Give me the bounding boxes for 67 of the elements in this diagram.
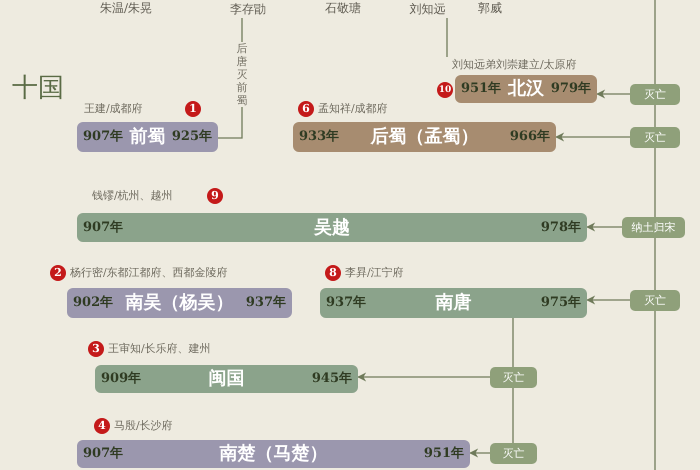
- number-badge: 10: [437, 82, 453, 98]
- connector-line: [654, 311, 656, 470]
- number-badge: 8: [325, 265, 341, 281]
- year-label: 951年: [424, 445, 464, 463]
- year-label: 951年: [461, 80, 502, 98]
- connector-line: [654, 0, 656, 84]
- ruler-name: 郭威: [478, 0, 502, 17]
- number-badge: 4: [94, 418, 110, 434]
- ruler-name: 李存勖: [226, 0, 270, 18]
- status-tag: 灭亡: [630, 127, 680, 148]
- kingdom-name: 北汉: [508, 77, 544, 101]
- ruler-name: 刘知远: [405, 0, 450, 18]
- status-tag: 灭亡: [490, 367, 537, 388]
- year-label: 909年: [101, 370, 142, 388]
- section-heading: 十国: [12, 72, 64, 105]
- year-label: 978年: [540, 219, 581, 237]
- year-label: 907年: [83, 128, 124, 146]
- number-badge: 1: [185, 101, 201, 117]
- connector-line: [512, 318, 514, 367]
- arrow: [596, 89, 630, 99]
- ruler-name: 朱温/朱晃: [100, 0, 152, 17]
- status-tag: 灭亡: [630, 290, 680, 311]
- arrow: [357, 372, 490, 382]
- status-tag: 纳土归宋: [622, 217, 685, 238]
- year-label: 975年: [540, 294, 581, 312]
- kingdom-name: 南吴（杨吴）: [126, 291, 234, 315]
- year-label: 937年: [246, 294, 286, 312]
- number-badge: 3: [88, 341, 104, 357]
- year-label: 966年: [510, 128, 550, 146]
- ruler-capital-note: 马殷/长沙府: [114, 418, 173, 434]
- year-label: 902年: [73, 294, 114, 312]
- ruler-capital-note: 刘知远弟刘崇建立/太原府: [452, 57, 577, 73]
- ruler-capital-note: 钱镠/杭州、越州: [92, 188, 173, 204]
- year-label: 933年: [299, 128, 340, 146]
- arrow: [469, 448, 490, 458]
- year-label: 907年: [83, 445, 124, 463]
- ruler-capital-note: 李昪/江宁府: [345, 265, 404, 281]
- number-badge: 6: [298, 101, 314, 117]
- year-label: 925年: [172, 128, 212, 146]
- ruler-capital-note: 王建/成都府: [84, 101, 143, 117]
- arrow: [586, 222, 622, 232]
- connector-line: [654, 105, 656, 127]
- year-label: 937年: [326, 294, 366, 312]
- status-tag: 灭亡: [630, 84, 680, 105]
- kingdom-name: 吴越: [314, 216, 350, 240]
- connector-line: [654, 238, 656, 290]
- year-label: 907年: [83, 219, 124, 237]
- arrow: [586, 295, 630, 305]
- ruler-name: 石敬瑭: [325, 0, 361, 17]
- ruler-capital-note: 孟知祥/成都府: [318, 101, 388, 117]
- ruler-capital-note: 杨行密/东都江都府、西都金陵府: [70, 265, 228, 281]
- kingdom-name: 后蜀（孟蜀）: [370, 125, 478, 149]
- kingdom-name: 南楚（马楚）: [220, 442, 328, 466]
- number-badge: 9: [207, 188, 223, 204]
- kingdom-name: 闽国: [208, 367, 244, 391]
- arrow: [555, 132, 630, 142]
- connector-line: [654, 148, 656, 217]
- kingdom-name: 南唐: [436, 291, 472, 315]
- edge-label: 后唐灭前蜀: [235, 42, 249, 107]
- ruler-capital-note: 王审知/长乐府、建州: [108, 341, 211, 357]
- status-tag: 灭亡: [490, 443, 537, 464]
- kingdom-name: 前蜀: [130, 125, 166, 149]
- year-label: 979年: [550, 80, 591, 98]
- connector-line: [512, 388, 514, 443]
- number-badge: 2: [50, 265, 66, 281]
- year-label: 945年: [312, 370, 352, 388]
- connector-line: [446, 18, 448, 57]
